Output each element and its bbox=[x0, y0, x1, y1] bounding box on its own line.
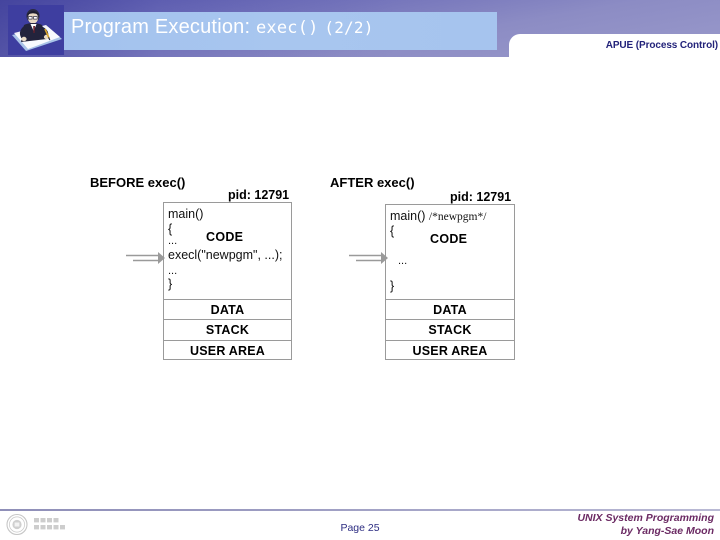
before-code-line-0: main() bbox=[168, 207, 204, 221]
before-segment-user-area: USER AREA bbox=[164, 340, 291, 361]
after-segment-data: DATA bbox=[386, 299, 514, 319]
after-segment-user-area: USER AREA bbox=[386, 340, 514, 361]
before-code-line-2: ... bbox=[168, 235, 178, 247]
person-writing-icon bbox=[8, 5, 64, 55]
after-process-box: CODE main() /*newpgm*/ { ... } DATA STAC… bbox=[385, 204, 515, 360]
page-title-main: Program Execution: bbox=[71, 16, 256, 38]
footer-credit: UNIX System Programming by Yang-Sae Moon bbox=[577, 512, 714, 537]
after-code-segment: CODE main() /*newpgm*/ { ... } bbox=[386, 205, 514, 299]
before-segment-stack: STACK bbox=[164, 319, 291, 340]
page-title-code: exec() bbox=[256, 18, 319, 38]
after-segment-stack: STACK bbox=[386, 319, 514, 340]
page-title-suffix: (2/2) bbox=[324, 18, 374, 37]
after-code-line-3: } bbox=[390, 279, 395, 293]
before-pid-label: pid: 12791 bbox=[228, 188, 290, 202]
after-main-text: main() bbox=[390, 209, 426, 223]
before-entry-arrow bbox=[126, 252, 165, 264]
before-code-segment: CODE main() { ... execl("newpgm", ...); … bbox=[164, 203, 291, 299]
university-seal-logo bbox=[3, 511, 85, 538]
before-code-line-4: ... bbox=[168, 265, 178, 277]
after-entry-arrow bbox=[349, 252, 388, 264]
after-pid-label: pid: 12791 bbox=[450, 190, 512, 204]
before-code-line-5: } bbox=[168, 277, 173, 291]
after-code-line-1: { bbox=[390, 224, 395, 238]
before-code-label: CODE bbox=[206, 230, 244, 244]
before-code-line-1: { bbox=[168, 222, 173, 236]
after-code-line-0: main() /*newpgm*/ bbox=[390, 209, 486, 223]
header-right-panel bbox=[509, 34, 720, 57]
after-heading: AFTER exec() bbox=[330, 175, 415, 190]
before-code-line-3: execl("newpgm", ...); bbox=[168, 248, 283, 262]
page-title: Program Execution: exec() (2/2) bbox=[71, 16, 374, 39]
footer-page-number: Page 25 bbox=[340, 522, 380, 534]
footer-divider bbox=[0, 509, 720, 511]
before-heading: BEFORE exec() bbox=[90, 175, 186, 190]
footer-credit-line2: by Yang-Sae Moon bbox=[620, 524, 714, 537]
title-bar bbox=[35, 12, 497, 50]
after-code-label: CODE bbox=[430, 232, 468, 246]
after-code-comment: /*newpgm*/ bbox=[428, 211, 487, 223]
header-section-tag: APUE (Process Control) bbox=[605, 40, 718, 51]
after-code-line-2: ... bbox=[398, 255, 408, 267]
before-segment-data: DATA bbox=[164, 299, 291, 319]
footer-credit-line1: UNIX System Programming bbox=[577, 512, 714, 524]
before-process-box: CODE main() { ... execl("newpgm", ...); … bbox=[163, 202, 292, 360]
